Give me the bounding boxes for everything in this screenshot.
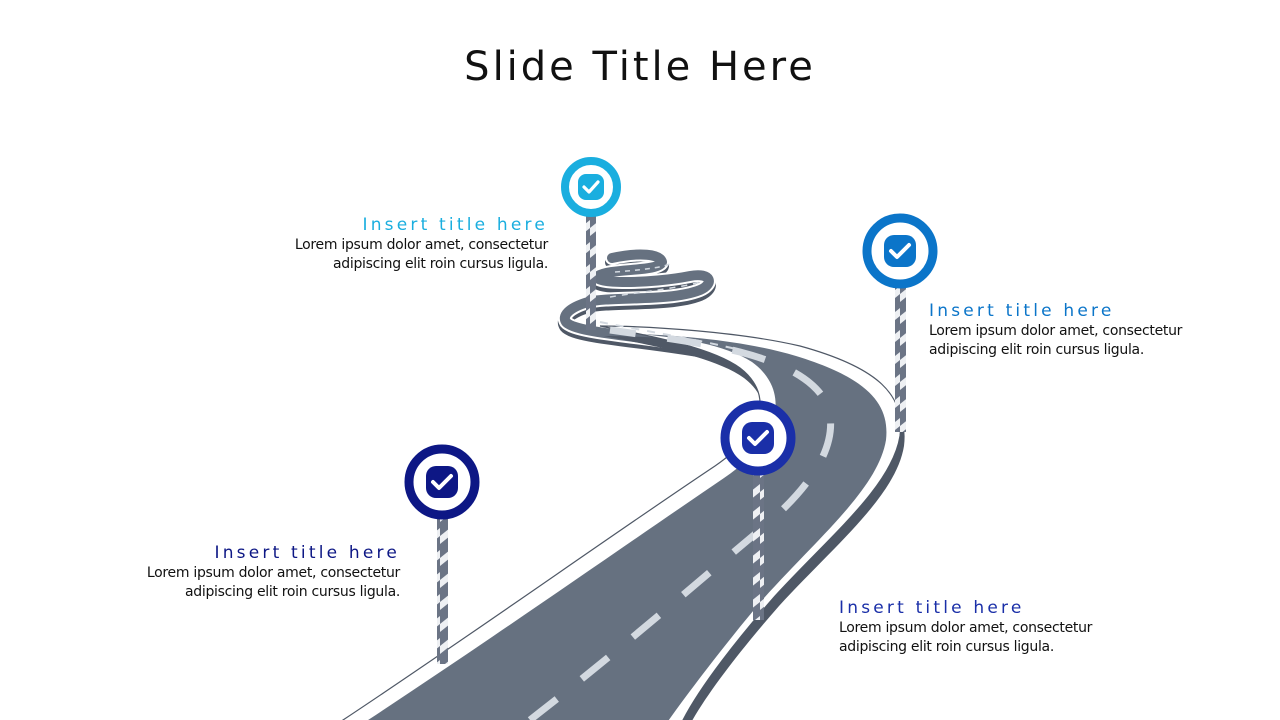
check-badge-icon xyxy=(884,235,916,267)
check-badge-icon xyxy=(426,466,458,498)
milestone-description-line: Lorem ipsum dolor amet, consectetur xyxy=(146,565,400,581)
check-badge-icon xyxy=(742,422,774,454)
milestone-pin-2[interactable] xyxy=(862,213,938,432)
milestone-title: Insert title here xyxy=(214,543,400,563)
milestone-description-line: adipiscing elit roin cursus ligula. xyxy=(333,256,548,272)
milestone-description-line: Lorem ipsum dolor amet, consectetur xyxy=(929,323,1183,339)
slide-title: Slide Title Here xyxy=(464,44,816,90)
pin-pole xyxy=(437,512,448,664)
milestone-description-line: adipiscing elit roin cursus ligula. xyxy=(839,639,1054,655)
milestone-pin-4[interactable] xyxy=(404,444,480,664)
milestone-text-3: Insert title here Lorem ipsum dolor amet… xyxy=(839,597,1139,657)
check-badge-icon xyxy=(578,174,604,200)
pin-pole xyxy=(586,212,596,330)
milestone-title: Insert title here xyxy=(839,598,1025,618)
milestone-pin-3[interactable] xyxy=(720,400,796,620)
milestone-description-line: Lorem ipsum dolor amet, consectetur xyxy=(839,620,1093,636)
milestone-description-line: adipiscing elit roin cursus ligula. xyxy=(185,584,400,600)
milestone-text-4: Insert title here Lorem ipsum dolor amet… xyxy=(100,542,400,602)
pin-pole xyxy=(753,468,764,620)
milestone-title: Insert title here xyxy=(929,301,1115,321)
milestone-title: Insert title here xyxy=(362,215,548,235)
milestone-text-1: Insert title here Lorem ipsum dolor amet… xyxy=(248,214,548,274)
milestone-description-line: Lorem ipsum dolor amet, consectetur xyxy=(294,237,548,253)
milestone-pin-1[interactable] xyxy=(561,157,621,330)
pin-pole xyxy=(895,282,906,432)
milestone-text-2: Insert title here Lorem ipsum dolor amet… xyxy=(929,300,1229,360)
milestone-description-line: adipiscing elit roin cursus ligula. xyxy=(929,342,1144,358)
